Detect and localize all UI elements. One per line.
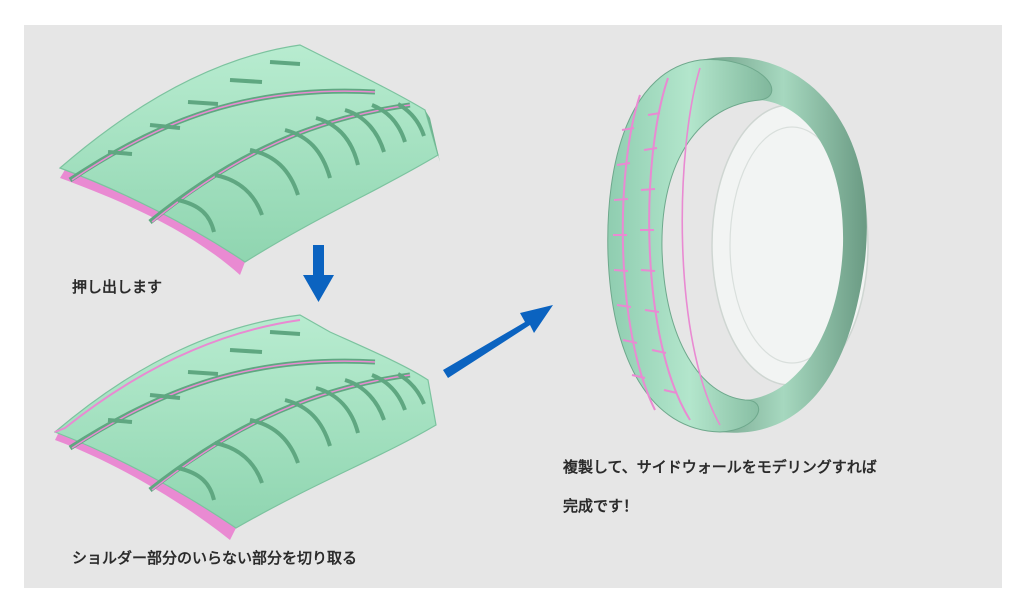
diagonal-arrow-icon — [443, 305, 553, 378]
caption-final-line-2: 完成です！ — [563, 497, 639, 515]
caption-cut-shoulder: ショルダー部分のいらない部分を切り取る — [72, 549, 358, 567]
caption-extrude: 押し出します — [72, 278, 163, 296]
tread-segment-trimmed — [53, 314, 437, 540]
down-arrow-icon — [303, 245, 334, 302]
tire-model — [607, 56, 869, 433]
caption-final-line-1: 複製して、サイドウォールをモデリングすれば — [563, 458, 877, 476]
tread-segment-extruded — [58, 44, 440, 275]
